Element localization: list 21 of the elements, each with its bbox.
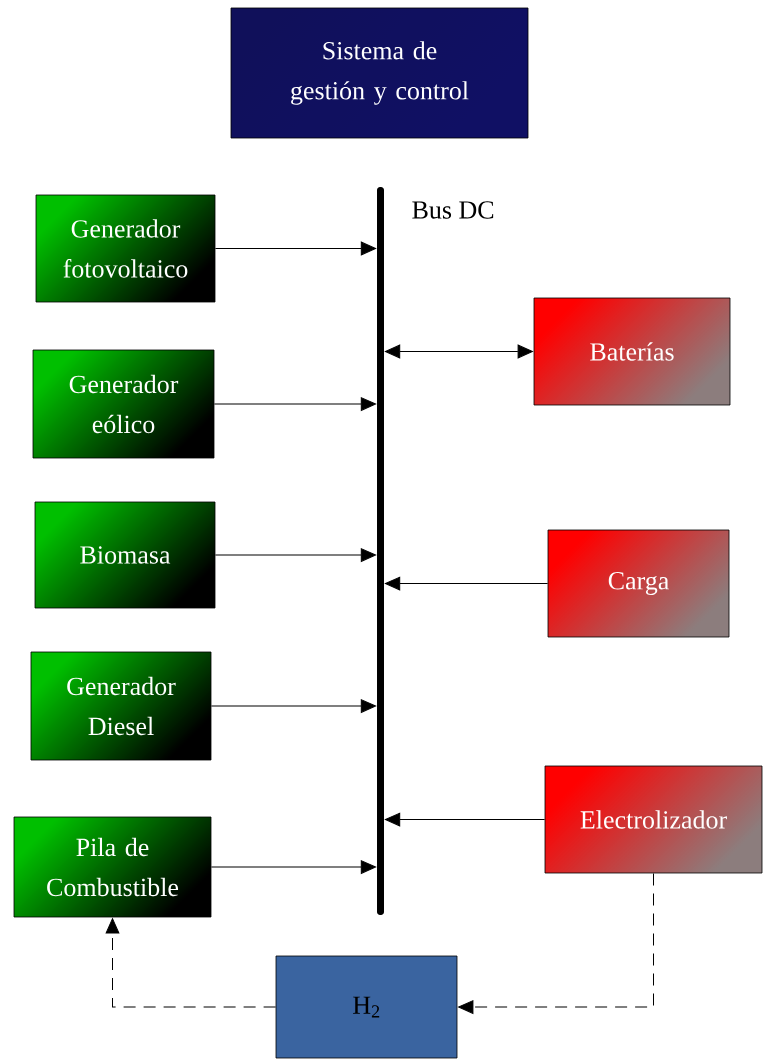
arrow — [384, 344, 533, 359]
bus-label: Bus DC — [412, 201, 494, 219]
storage-box: H$_{2}$ — [275, 955, 458, 1059]
arrow — [384, 576, 549, 591]
arrow — [210, 699, 377, 713]
source-box: Generador eólico — [32, 349, 215, 459]
load-box: Electrolizador — [544, 765, 763, 874]
arrow — [210, 860, 377, 874]
source-box: Biomasa — [34, 501, 216, 609]
load-box: Baterías — [533, 297, 731, 406]
arrow — [384, 812, 546, 827]
arrow — [213, 397, 377, 411]
source-box: Pila de Combustible — [13, 816, 212, 918]
control-box: Sistema de gestión y control — [230, 7, 529, 139]
source-box: Generador Diesel — [30, 651, 212, 761]
source-box: Generador fotovoltaico — [35, 194, 216, 303]
arrow — [105, 918, 277, 1008]
arrow — [458, 872, 654, 1014]
load-box: Carga — [547, 529, 730, 638]
arrow — [214, 548, 377, 562]
arrow — [214, 241, 377, 256]
